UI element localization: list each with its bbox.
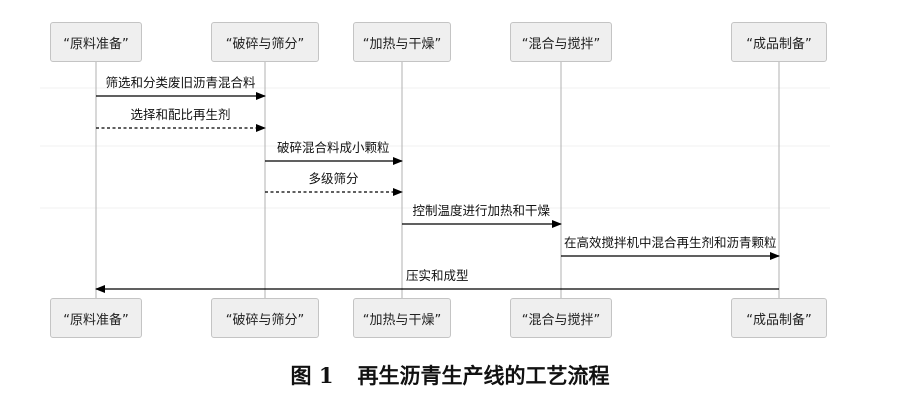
participant-top-2: “加热与干燥” (353, 22, 451, 62)
message-label-1: 选择和配比再生剂 (130, 107, 231, 122)
participant-top-0: “原料准备” (50, 22, 142, 62)
participant-bottom-4: “成品制备” (731, 298, 827, 338)
participant-bottom-0: “原料准备” (50, 298, 142, 338)
message-label-0: 筛选和分类废旧沥青混合料 (105, 75, 256, 90)
message-label-4: 控制温度进行加热和干燥 (412, 203, 551, 218)
participant-top-4: “成品制备” (731, 22, 827, 62)
participant-bottom-3: “混合与搅拌” (510, 298, 612, 338)
message-label-2: 破碎混合料成小颗粒 (277, 140, 390, 155)
participant-top-1: “破碎与筛分” (211, 22, 319, 62)
participant-bottom-2: “加热与干燥” (353, 298, 451, 338)
figure-caption: 图 1 再生沥青生产线的工艺流程 (0, 360, 900, 390)
participant-top-3: “混合与搅拌” (510, 22, 612, 62)
message-label-6: 压实和成型 (406, 268, 469, 283)
figure-number: 图 1 (290, 363, 334, 388)
figure-title: 再生沥青生产线的工艺流程 (357, 363, 610, 388)
message-label-3: 多级筛分 (308, 171, 359, 186)
participant-bottom-1: “破碎与筛分” (211, 298, 319, 338)
message-label-5: 在高效搅拌机中混合再生剂和沥青颗粒 (564, 235, 777, 250)
